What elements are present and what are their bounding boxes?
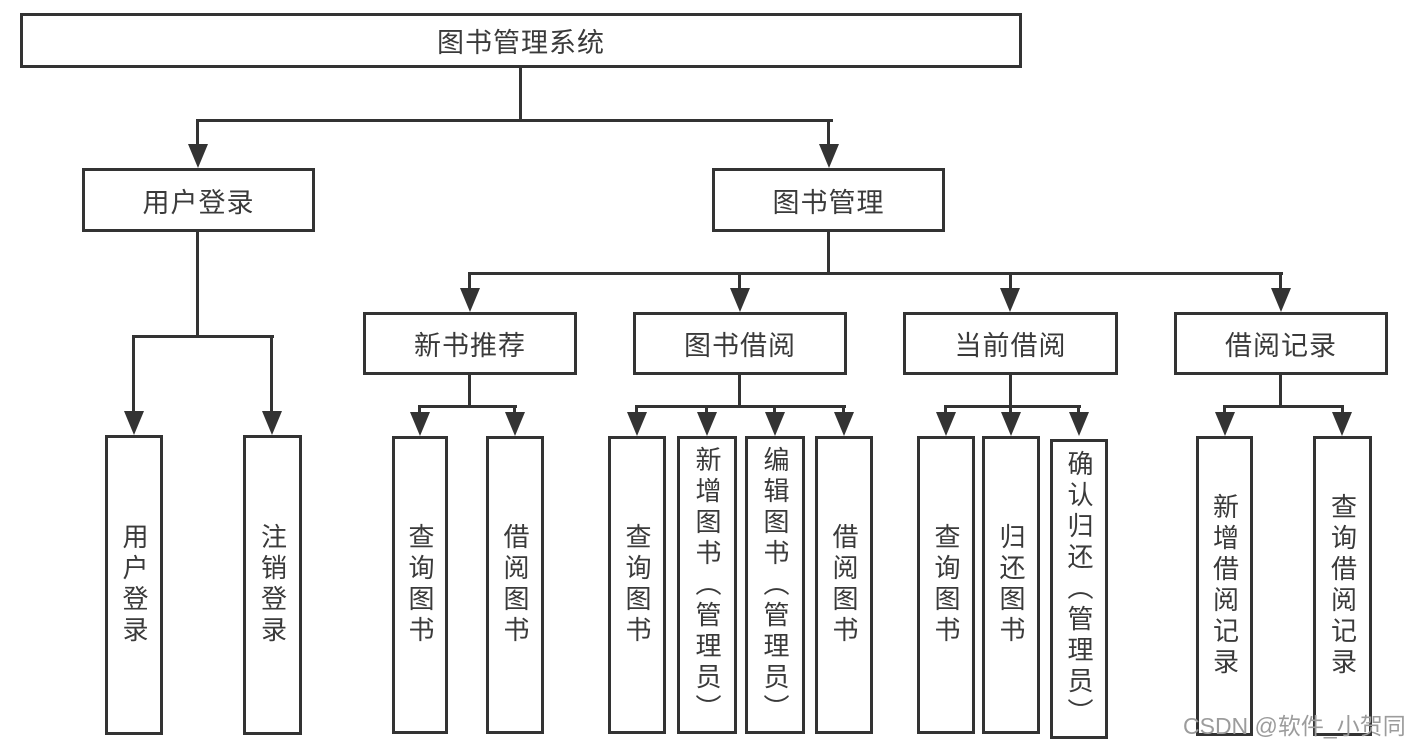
node-leaf-borrow-books-2: 借阅图书 bbox=[815, 436, 873, 734]
arrow-down-icon bbox=[410, 412, 430, 436]
node-leaf-user-login: 用户登录 bbox=[105, 435, 163, 735]
arrow-down-icon bbox=[765, 412, 785, 436]
connector-line bbox=[519, 68, 522, 121]
node-current-borrowing: 当前借阅 bbox=[903, 312, 1118, 375]
arrow-down-icon bbox=[730, 288, 750, 312]
node-label: 编辑图书（管理员） bbox=[760, 445, 790, 725]
node-borrowing-records: 借阅记录 bbox=[1174, 312, 1388, 375]
node-label: 借阅图书 bbox=[500, 523, 530, 647]
node-label: 图书管理系统 bbox=[437, 28, 605, 58]
node-leaf-add-books-admin: 新增图书（管理员） bbox=[677, 436, 737, 734]
node-leaf-edit-books-admin: 编辑图书（管理员） bbox=[745, 436, 805, 734]
connector-line bbox=[196, 119, 199, 146]
node-label: 图书管理 bbox=[772, 187, 885, 218]
node-label: 借阅图书 bbox=[829, 523, 859, 647]
node-leaf-query-books-2: 查询图书 bbox=[608, 436, 666, 734]
csdn-watermark: CSDN @软件_小贺同学 bbox=[1183, 713, 1405, 739]
connector-line bbox=[827, 232, 830, 275]
node-label: 图书借阅 bbox=[684, 331, 796, 361]
connector-line bbox=[944, 405, 1081, 408]
connector-line bbox=[635, 405, 846, 408]
node-label: 新书推荐 bbox=[414, 331, 526, 361]
arrow-down-icon bbox=[627, 412, 647, 436]
arrow-down-icon bbox=[819, 144, 839, 168]
arrow-down-icon bbox=[460, 288, 480, 312]
arrow-down-icon bbox=[1271, 288, 1291, 312]
node-label: 借阅记录 bbox=[1225, 331, 1337, 361]
connector-line bbox=[1009, 375, 1012, 408]
node-label: 当前借阅 bbox=[954, 331, 1067, 361]
arrow-down-icon bbox=[1000, 288, 1020, 312]
connector-line bbox=[1077, 405, 1080, 414]
connector-line bbox=[1009, 272, 1012, 290]
connector-line bbox=[468, 375, 471, 408]
connector-line bbox=[1223, 405, 1344, 408]
node-library-management-system: 图书管理系统 bbox=[20, 13, 1022, 68]
node-label: 归还图书 bbox=[996, 523, 1026, 647]
node-leaf-query-books-1: 查询图书 bbox=[392, 436, 448, 734]
node-label: 查询图书 bbox=[405, 523, 435, 647]
connector-line bbox=[132, 335, 274, 338]
connector-line bbox=[196, 232, 199, 338]
connector-line bbox=[1223, 405, 1226, 414]
node-label: 注销登录 bbox=[257, 523, 288, 647]
connector-line bbox=[418, 405, 421, 414]
node-label: 用户登录 bbox=[119, 523, 149, 647]
connector-line bbox=[132, 335, 135, 413]
connector-line bbox=[468, 272, 471, 290]
connector-line bbox=[827, 119, 830, 146]
arrow-down-icon bbox=[262, 411, 282, 435]
arrow-down-icon bbox=[834, 412, 854, 436]
connector-line bbox=[842, 405, 845, 414]
connector-line bbox=[944, 405, 947, 414]
connector-line bbox=[738, 375, 741, 408]
arrow-down-icon bbox=[188, 144, 208, 168]
node-leaf-return-books: 归还图书 bbox=[982, 436, 1040, 734]
node-label: 用户登录 bbox=[142, 187, 255, 218]
node-book-borrowing: 图书借阅 bbox=[633, 312, 847, 375]
node-user-login: 用户登录 bbox=[82, 168, 315, 232]
arrow-down-icon bbox=[505, 412, 525, 436]
arrow-down-icon bbox=[124, 411, 144, 435]
node-label: 确认归还（管理员） bbox=[1064, 449, 1094, 729]
connector-line bbox=[738, 272, 741, 290]
connector-line bbox=[418, 405, 517, 408]
node-leaf-logout: 注销登录 bbox=[243, 435, 302, 735]
node-label: 查询图书 bbox=[622, 523, 652, 647]
arrow-down-icon bbox=[697, 412, 717, 436]
node-leaf-add-borrow-record: 新增借阅记录 bbox=[1196, 436, 1253, 736]
arrow-down-icon bbox=[936, 412, 956, 436]
arrow-down-icon bbox=[1001, 412, 1021, 436]
node-leaf-query-borrow-record: 查询借阅记录 bbox=[1313, 436, 1372, 736]
node-leaf-confirm-return-admin: 确认归还（管理员） bbox=[1050, 439, 1108, 739]
connector-line bbox=[1341, 405, 1344, 414]
node-leaf-borrow-books-1: 借阅图书 bbox=[486, 436, 544, 734]
connector-line bbox=[1009, 405, 1012, 414]
connector-line bbox=[1279, 272, 1282, 290]
connector-line bbox=[270, 335, 273, 413]
arrow-down-icon bbox=[1069, 412, 1089, 436]
connector-line bbox=[635, 405, 638, 414]
connector-line bbox=[513, 405, 516, 414]
node-new-book-recommend: 新书推荐 bbox=[363, 312, 577, 375]
node-label: 新增借阅记录 bbox=[1209, 493, 1240, 679]
node-label: 新增图书（管理员） bbox=[692, 445, 722, 725]
node-book-management: 图书管理 bbox=[712, 168, 945, 232]
arrow-down-icon bbox=[1215, 412, 1235, 436]
connector-line bbox=[1279, 375, 1282, 408]
node-label: 查询借阅记录 bbox=[1327, 493, 1358, 679]
arrow-down-icon bbox=[1332, 412, 1352, 436]
node-leaf-query-books-3: 查询图书 bbox=[917, 436, 975, 734]
connector-line bbox=[468, 272, 1283, 275]
node-label: 查询图书 bbox=[931, 523, 961, 647]
connector-line bbox=[196, 119, 833, 122]
connector-line bbox=[773, 405, 776, 414]
connector-line bbox=[705, 405, 708, 414]
